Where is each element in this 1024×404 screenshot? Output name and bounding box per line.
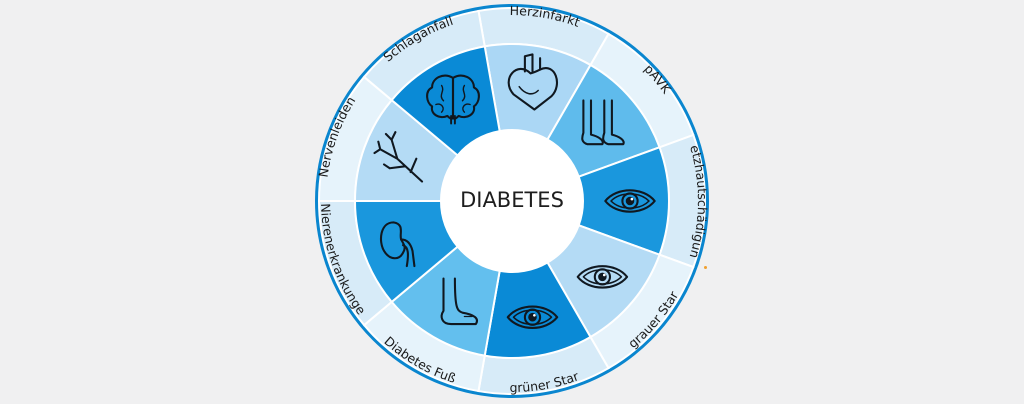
eye-icon [576,265,629,289]
center-circle [441,130,583,272]
segment-label: Nierenerkrankungen [0,0,369,318]
eye-icon [506,305,559,329]
nerve-icon [373,131,424,183]
accent-dot [704,266,707,269]
brain-icon [426,74,480,125]
center-title: DIABETES [460,188,564,212]
heart-icon [507,53,558,111]
foot-icon [440,277,478,326]
segment-icons [373,53,656,329]
legs-feet-icon [581,99,625,146]
kidney-icon [379,221,416,268]
eye-icon [604,189,656,213]
